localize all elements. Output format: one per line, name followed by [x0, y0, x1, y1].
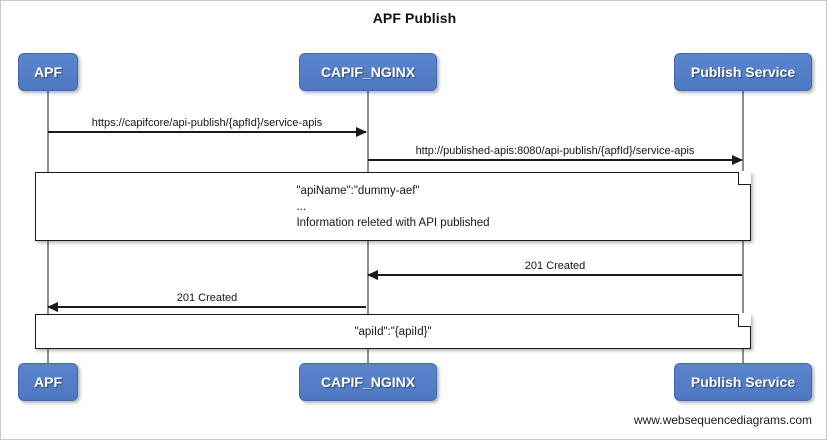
- message-label: http://published-apis:8080/api-publish/{…: [415, 145, 695, 157]
- note-body: "apiName":"dummy-aef" ... Information re…: [36, 173, 750, 240]
- note-body: "apiId":"{apiId}": [36, 315, 750, 348]
- participant-label: Publish Service: [690, 64, 796, 80]
- message-line: [48, 306, 366, 308]
- participant-apf-top[interactable]: APF: [18, 53, 78, 91]
- message-apf-to-capif-nginx: https://capifcore/api-publish/{apfId}/se…: [48, 107, 367, 137]
- message-publish-service-to-capif-nginx: 201 Created: [367, 250, 742, 280]
- arrowhead-right-icon: [732, 155, 743, 165]
- note-line: Information releted with API published: [296, 216, 490, 229]
- note-fold-corner-icon: [737, 170, 751, 185]
- message-capif-nginx-to-apf: 201 Created: [47, 282, 366, 312]
- arrowhead-left-icon: [47, 302, 58, 312]
- note-line: ...: [296, 200, 307, 213]
- message-label: https://capifcore/api-publish/{apfId}/se…: [91, 117, 323, 129]
- note-response-payload: "apiId":"{apiId}": [35, 312, 751, 349]
- message-line: [368, 274, 742, 276]
- arrowhead-right-icon: [356, 127, 367, 137]
- participant-publish-service-bottom[interactable]: Publish Service: [674, 363, 812, 401]
- participant-label: CAPIF_NGINX: [320, 64, 416, 80]
- message-label: 201 Created: [524, 260, 586, 272]
- note-line: "apiId":"{apiId}": [354, 325, 432, 338]
- participant-label: Publish Service: [690, 374, 796, 390]
- message-capif-nginx-to-publish-service: http://published-apis:8080/api-publish/{…: [368, 135, 743, 165]
- participant-publish-service-top[interactable]: Publish Service: [674, 53, 812, 91]
- participant-label: CAPIF_NGINX: [320, 374, 416, 390]
- participant-label: APF: [34, 64, 62, 80]
- arrowhead-left-icon: [367, 270, 378, 280]
- message-line: [48, 131, 366, 133]
- message-label: 201 Created: [176, 292, 238, 304]
- participant-capif-nginx-bottom[interactable]: CAPIF_NGINX: [299, 363, 437, 401]
- note-lines: "apiName":"dummy-aef" ... Information re…: [296, 183, 489, 231]
- footer-credit: www.websequencediagrams.com: [633, 413, 812, 427]
- participant-capif-nginx-top[interactable]: CAPIF_NGINX: [299, 53, 437, 91]
- participant-apf-bottom[interactable]: APF: [18, 363, 78, 401]
- participant-label: APF: [34, 374, 62, 390]
- note-request-payload: "apiName":"dummy-aef" ... Information re…: [35, 170, 751, 241]
- page-title: APF Publish: [372, 10, 457, 26]
- message-line: [368, 159, 742, 161]
- note-fold-corner-icon: [737, 312, 751, 327]
- note-line: "apiName":"dummy-aef": [296, 184, 420, 197]
- note-lines: "apiId":"{apiId}": [354, 324, 431, 340]
